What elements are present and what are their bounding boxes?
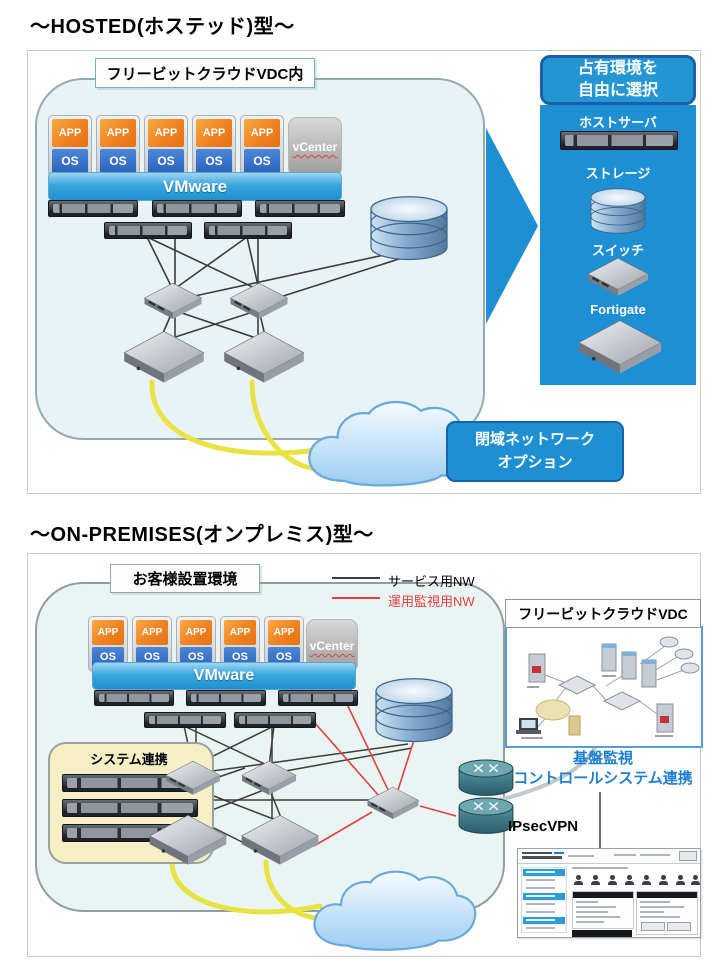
- legend-monitoring-nw: 運用監視用NW: [388, 594, 475, 609]
- hosted-container-label: フリービットクラウドVDC内: [95, 58, 315, 88]
- rack-server-icon: [234, 712, 316, 728]
- host-server-icon: [560, 131, 678, 150]
- panel-item-switch: スイッチ: [591, 243, 644, 258]
- panel-item-storage: ストレージ: [585, 166, 651, 181]
- control-panel-sidebar: [521, 867, 567, 933]
- switch-icon: [228, 282, 290, 320]
- rack-server-icon: [186, 690, 266, 706]
- control-panel-main: [570, 867, 700, 937]
- switch-icon: [240, 760, 298, 796]
- vcenter-chip: vCenter: [288, 117, 342, 177]
- fortigate-icon: [238, 814, 322, 866]
- fortigate-icon: [220, 330, 308, 384]
- storage-icon: [362, 186, 456, 262]
- rack-server-icon: [48, 200, 138, 217]
- rack-server-icon: [62, 774, 198, 792]
- onprem-container-label: お客様設置環境: [110, 564, 260, 593]
- storage-icon: [368, 668, 460, 744]
- switch-icon: [586, 257, 650, 297]
- fortigate-icon: [146, 814, 230, 866]
- rack-server-icon: [104, 222, 192, 239]
- vm-card: APP OS: [240, 115, 284, 177]
- ipsec-vpn-label: IPsecVPN: [508, 818, 579, 835]
- switch-icon: [366, 786, 420, 820]
- rack-server-icon: [204, 222, 292, 239]
- cloud-icon: [298, 866, 488, 956]
- fortigate-icon: [120, 330, 208, 384]
- vm-card: APP OS: [96, 115, 140, 177]
- vm-card: APP OS: [192, 115, 236, 177]
- panel-item-host-server: ホストサーバ: [579, 115, 657, 130]
- fortigate-icon: [576, 319, 664, 375]
- vmware-bar: VMware: [48, 172, 342, 201]
- panel-header: 占有環境を 自由に選択: [540, 55, 696, 105]
- vm-card: APP OS: [48, 115, 92, 177]
- cloud-vdc-mini-network: [516, 636, 700, 739]
- os-label: OS: [52, 148, 88, 173]
- rack-server-icon: [278, 690, 358, 706]
- legend-service-nw: サービス用NW: [388, 574, 475, 589]
- system-link-label: システム連携: [90, 752, 168, 767]
- cloud-vdc-diagram: [505, 626, 703, 748]
- control-panel-header: [518, 849, 700, 864]
- rack-server-icon: [62, 799, 198, 817]
- switch-icon: [164, 760, 222, 796]
- rack-server-icon: [152, 200, 242, 217]
- switch-icon: [142, 282, 204, 320]
- rack-server-icon: [255, 200, 345, 217]
- cloud-vdc-title: フリービットクラウドVDC: [505, 599, 701, 628]
- storage-icon: [582, 181, 654, 235]
- onprem-title: ～ON-PREMISES(オンプレミス)型～: [30, 524, 374, 546]
- transition-arrow: [486, 128, 538, 324]
- monitoring-text: 基盤監視 コントロールシステム連携: [513, 750, 693, 787]
- panel-item-fortigate: Fortigate: [590, 302, 646, 317]
- vmware-bar: VMware: [92, 662, 356, 690]
- rack-server-icon: [144, 712, 226, 728]
- control-panel-screenshot: [517, 848, 701, 938]
- vm-card: APP OS: [144, 115, 188, 177]
- app-label: APP: [52, 119, 88, 147]
- closed-network-option-box: 閉域ネットワーク オプション: [446, 421, 624, 482]
- hosted-container-label-text: フリービットクラウドVDC内: [106, 65, 304, 83]
- vm-card: APP OS: [88, 616, 128, 672]
- hosted-title: ～HOSTED(ホステッド)型～: [30, 16, 295, 38]
- rack-server-icon: [94, 690, 174, 706]
